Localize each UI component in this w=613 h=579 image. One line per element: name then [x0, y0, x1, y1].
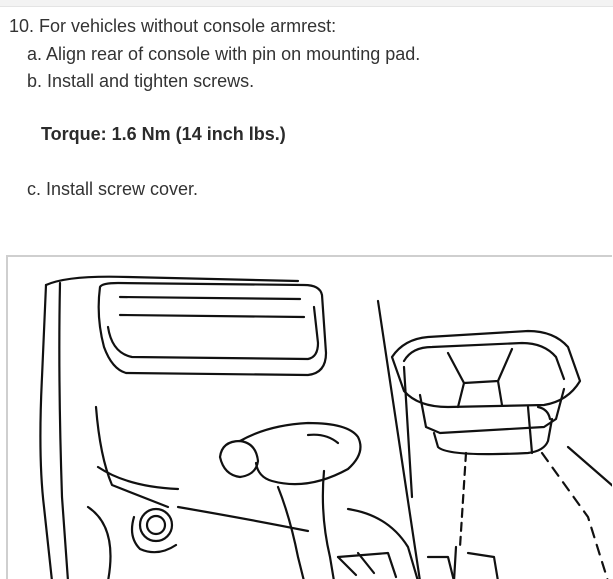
substep-b: b. Install and tighten screws. [27, 71, 255, 91]
step-title: 10. For vehicles without console armrest… [9, 16, 337, 36]
console-illustration [6, 255, 612, 579]
switch-module-drawing [390, 329, 612, 579]
console-body-drawing [39, 275, 421, 579]
torque-spec: Torque: 1.6 Nm (14 inch lbs.) [41, 124, 286, 144]
substep-a: a. Align rear of console with pin on mou… [27, 44, 421, 64]
top-bar [0, 0, 613, 7]
substep-c: c. Install screw cover. [27, 179, 199, 199]
